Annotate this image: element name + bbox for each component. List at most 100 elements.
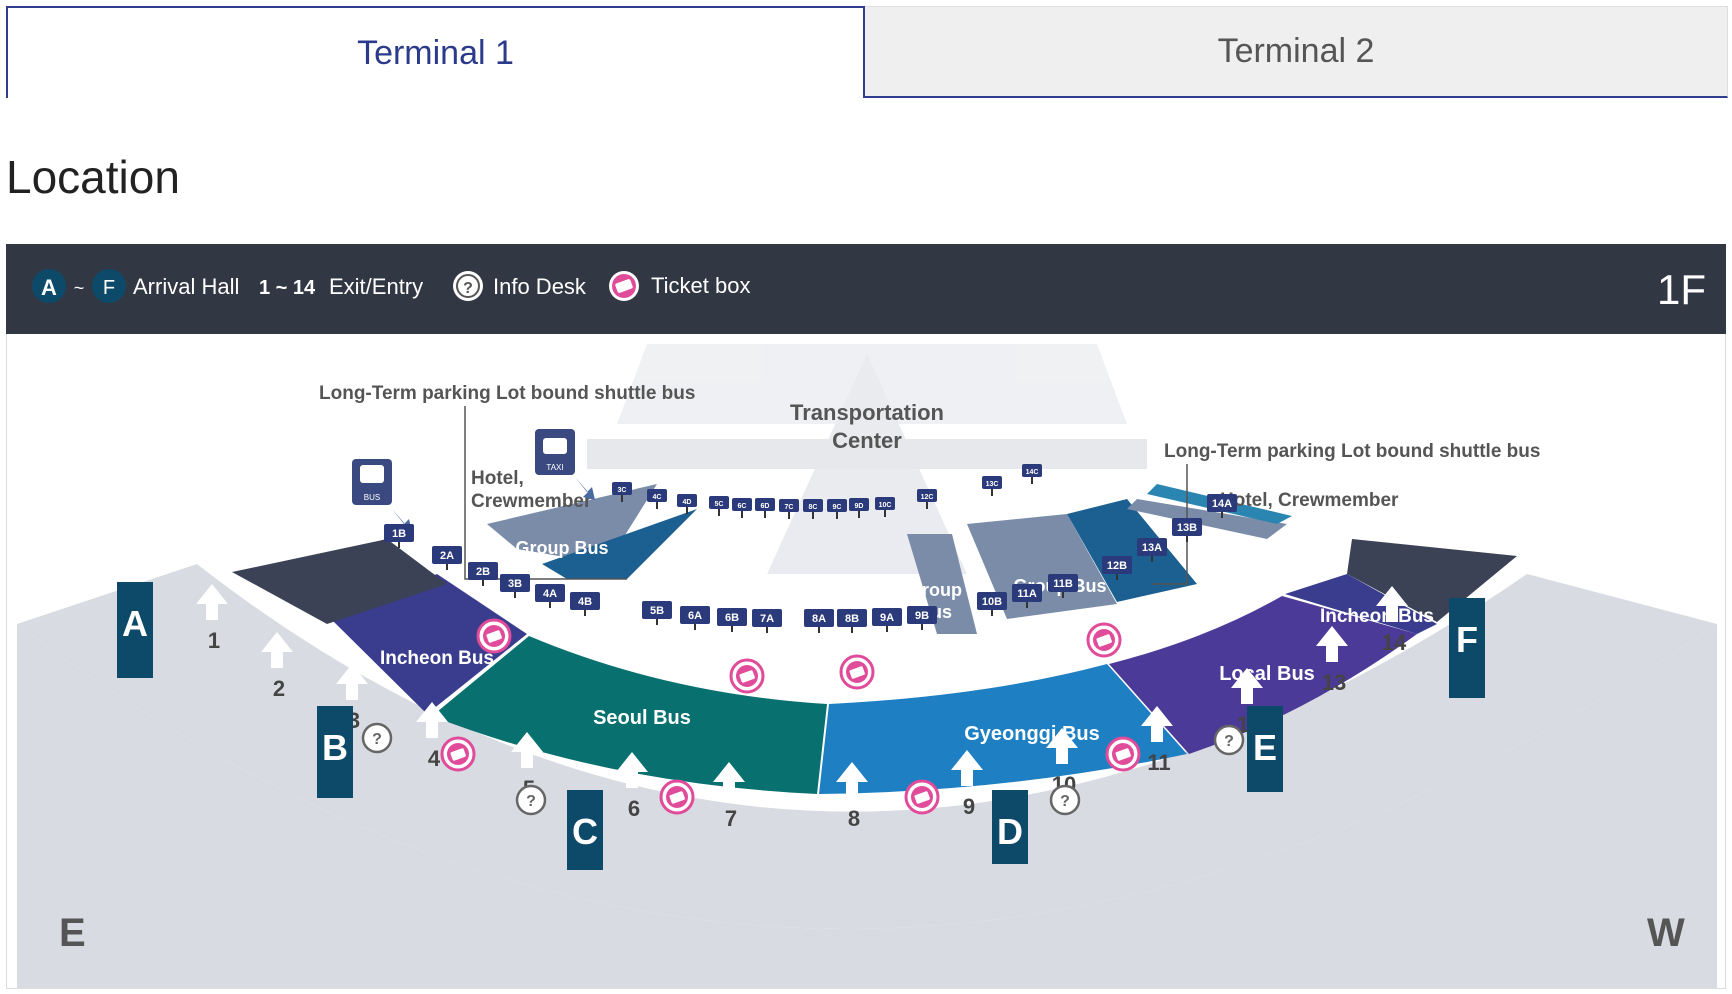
exit-number: 8 [848,806,860,831]
bus-stop-1b: 1B [384,524,414,548]
hall-label-a: A [122,603,148,644]
hall-marker-f: F [1449,598,1485,698]
bus-stop-label: 7C [785,504,794,511]
bus-stop-label: 9A [880,612,894,624]
terminal-map: Transportation Center Group Bu [6,334,1726,989]
ticket-box-icon [476,618,512,654]
zone-gyeonggi-bus [819,664,1187,794]
bus-stop-label: 8C [809,504,818,511]
bus-stop-label: 9D [855,503,864,510]
svg-text:?: ? [1060,793,1070,810]
bus-stop-label: 6A [688,610,702,622]
exit-number: 4 [428,746,441,771]
exit-8: 8 [836,762,868,831]
bus-stop-9b: 9B [907,606,937,630]
legend-hall-to: F [103,277,115,299]
svg-text:?: ? [463,280,473,297]
bus-stop-11b: 11B [1048,574,1078,598]
bus-stop-label: 6B [725,612,739,624]
label-local-bus: Local Bus [1219,663,1315,685]
arrival-walkway [17,564,1717,929]
bus-stop-label: 13C [986,481,999,488]
label-gyeonggi-bus: Gyeonggi Bus [964,723,1100,745]
svg-text:?: ? [372,731,382,748]
exit-6: 6 [616,752,648,821]
exit-number: 2 [273,676,285,701]
bus-stop-9c: 9C [827,499,847,519]
transportation-center-label-1: Transportation [790,400,944,425]
bus-stop-label: 6D [761,503,770,510]
label-hotel-right: Hotel, Crewmember [1220,490,1399,511]
exit-9: 9 [951,750,983,819]
ticket-box-icon [609,271,639,301]
bus-stop-6b: 6B [717,608,747,632]
direction-east: E [59,911,86,955]
label-group-bus-center-1: Group [908,580,962,600]
exit-number: 14 [1382,630,1407,655]
bus-stop-10b: 10B [977,592,1007,616]
bus-stop-label: 4C [653,494,662,501]
bus-stop-13a: 13A [1137,538,1167,562]
bus-stop-14a: 14A [1207,494,1237,518]
info-desk-icon: ? [1213,724,1245,756]
svg-text:?: ? [526,793,536,810]
label-longterm-shuttle-right: Long-Term parking Lot bound shuttle bus [1164,441,1540,462]
bus-stop-14c: 14C [1022,464,1042,484]
bus-stop-label: 12B [1107,560,1127,572]
bus-stop-label: 2A [440,550,454,562]
bus-stop-6d: 6D [755,498,775,518]
bus-stop-8b: 8B [837,609,867,633]
direction-west: W [1647,911,1685,955]
bus-icon-label: BUS [364,493,380,502]
tab-terminal-1[interactable]: Terminal 1 [6,6,865,98]
bus-stop-7a: 7A [752,609,782,633]
zone-group-bus-center [907,534,977,634]
exit-14: 14 [1376,586,1408,655]
legend-ticket-box: Ticket box [651,273,750,298]
exit-number: 11 [1147,750,1170,775]
bus-stop-label: 4B [578,596,592,608]
terminal-tabs: Terminal 1 Terminal 2 [6,6,1728,98]
bus-stop-4d: 4D [677,494,697,514]
bus-stop-label: 3C [618,487,627,494]
info-desk-icon: ? [361,722,393,754]
bus-stop-label: 12C [921,494,934,501]
arrival-hall-band [17,624,1717,988]
hall-marker-c: C [567,790,603,870]
legend-info-desk: Info Desk [493,274,587,299]
zone-seoul-bus [432,636,827,794]
label-group-bus-left: Group Bus [516,538,609,558]
bus-stop-4a: 4A [535,584,565,608]
bus-stop-label: 1B [392,528,406,540]
exit-number: 9 [963,794,975,819]
hall-label-b: B [322,727,348,768]
bus-stop-5b: 5B [642,601,672,625]
tab-terminal-2[interactable]: Terminal 2 [865,6,1728,98]
hall-label-c: C [572,811,598,852]
zone-incheon-bus-left [332,574,527,714]
hall-marker-d: D [992,790,1028,864]
hall-label-f: F [1456,619,1478,660]
bus-stop-8c: 8C [803,499,823,519]
bus-stop-4b: 4B [570,592,600,616]
label-longterm-shuttle-left: Long-Term parking Lot bound shuttle bus [319,383,695,404]
hall-label-d: D [997,811,1023,852]
bus-stop-3b: 3B [500,574,530,598]
page-title: Location [6,151,180,203]
ticket-box-icon [659,779,695,815]
exit-number: 7 [725,806,737,831]
bus-stop-label: 11A [1017,588,1037,600]
bus-stop-label: 5C [715,501,724,508]
bus-stop-label: 10C [879,502,892,509]
bus-stop-label: 13A [1142,542,1162,554]
exit-number: 13 [1322,670,1346,695]
exit-2: 2 [261,632,293,701]
bus-stop-13c: 13C [982,476,1002,496]
zone-local-bus [1109,596,1417,754]
bus-stop-label: 8A [812,613,826,625]
bus-icon: BUS [352,459,412,532]
exit-11: 11 [1141,706,1173,775]
bus-stop-label: 3B [508,578,522,590]
